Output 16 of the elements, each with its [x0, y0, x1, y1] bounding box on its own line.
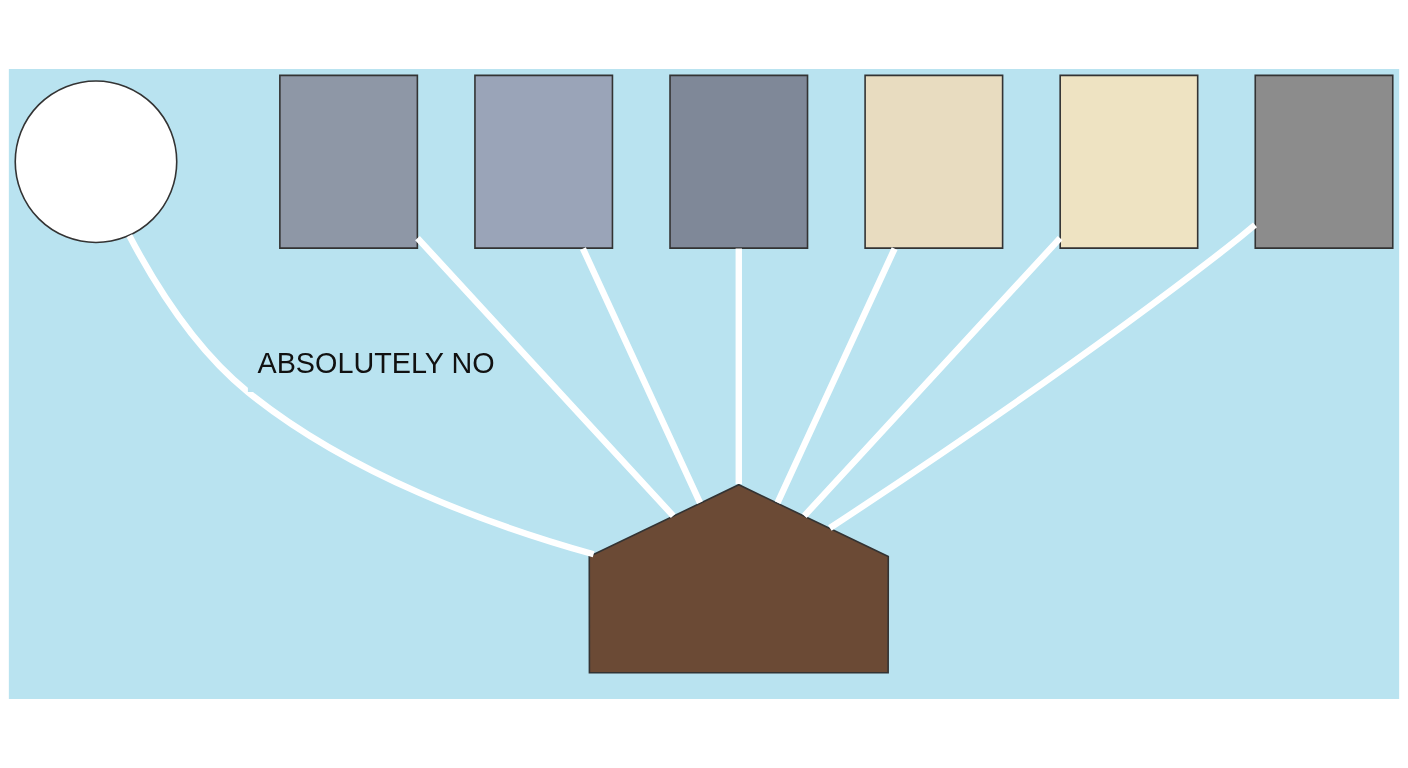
connector	[126, 234, 595, 558]
connector	[580, 247, 703, 505]
connector	[802, 235, 1063, 519]
node-box	[864, 74, 1004, 249]
node-box	[1059, 74, 1199, 249]
node-box	[279, 74, 419, 249]
connector	[415, 235, 676, 519]
node-box	[1254, 74, 1394, 249]
node-box	[474, 74, 614, 249]
edge-label: ABSOLUTELY NO	[257, 347, 495, 380]
node-house	[588, 483, 890, 674]
connector	[735, 248, 742, 484]
connector	[774, 247, 898, 505]
connector	[828, 222, 1258, 531]
node-box	[669, 74, 809, 249]
node-circle	[14, 80, 178, 244]
